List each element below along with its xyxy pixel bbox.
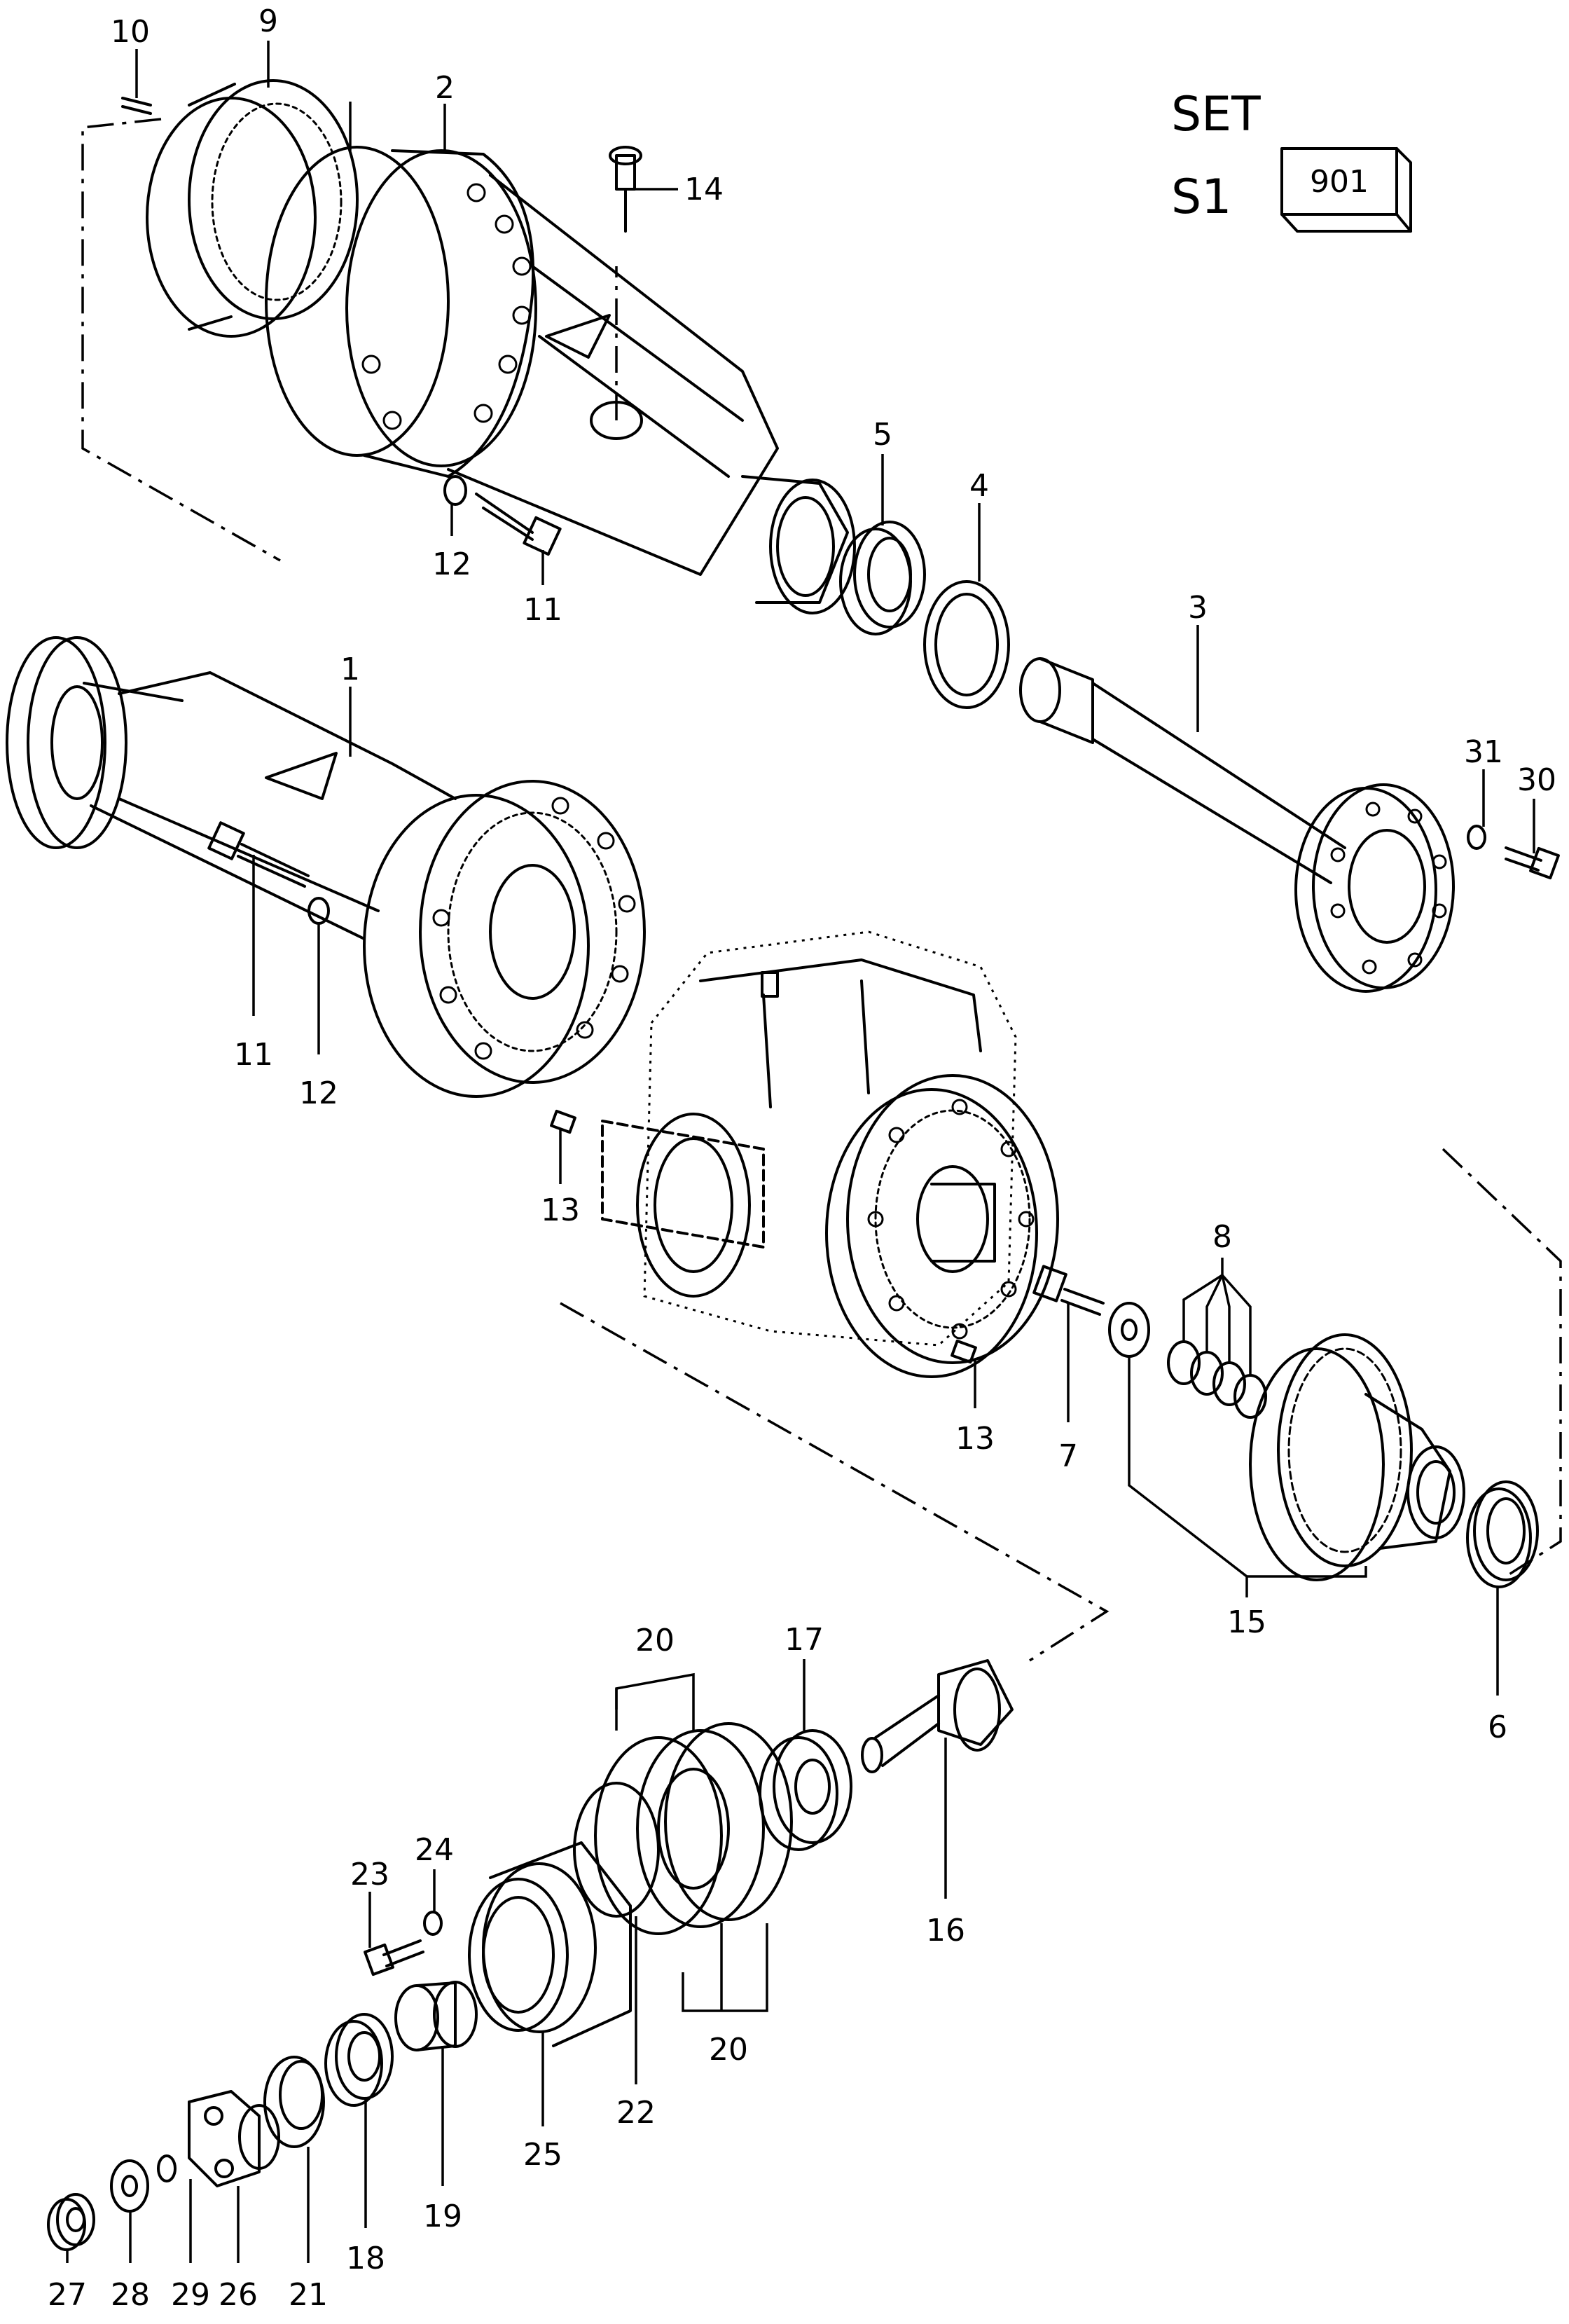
callout-19: 19 <box>423 2199 462 2234</box>
callout-labels: 10 9 2 14 5 4 3 31 30 12 11 1 11 12 13 1… <box>48 4 1556 2313</box>
yoke-part-26 <box>188 2090 280 2187</box>
dowel-pin-part-13-upper <box>550 1109 576 1134</box>
callout-13-upper: 13 <box>541 1192 580 1228</box>
o-ring-part-29 <box>157 2154 177 2182</box>
bearing-part-5 <box>839 521 926 635</box>
gasket-part-22 <box>573 1782 660 1918</box>
axle-housing-part-1 <box>6 636 646 1098</box>
set-number-text: 901 <box>1310 164 1369 200</box>
shim-part-20 <box>594 1722 793 1935</box>
housing-bolt-holes <box>361 183 532 430</box>
crown-wheel-part-15 <box>1249 1333 1465 1581</box>
washer-part-12-upper <box>443 475 467 506</box>
bolt-part-11-lower <box>207 821 310 888</box>
callout-4: 4 <box>969 468 989 504</box>
bearing-part-18 <box>324 2013 394 2107</box>
callout-10: 10 <box>111 14 150 50</box>
callout-31: 31 <box>1464 734 1503 770</box>
s1-label: S1 <box>1171 170 1231 225</box>
callout-27: 27 <box>48 2277 87 2313</box>
bearing-part-17 <box>759 1729 852 1851</box>
pin-part-10 <box>121 97 152 115</box>
callout-5: 5 <box>873 417 892 453</box>
washer-part-12-lower <box>307 897 330 925</box>
differential-carrier <box>601 930 1059 1378</box>
axle-shaft-part-3 <box>1019 657 1455 993</box>
callout-6: 6 <box>1488 1710 1507 1745</box>
bolt-part-11-upper <box>475 493 562 556</box>
callout-9: 9 <box>258 4 278 39</box>
callout-25: 25 <box>523 2137 562 2173</box>
callout-17: 17 <box>784 1622 824 1658</box>
axle-housing-part-2 <box>265 146 856 614</box>
carrier-bolt-holes <box>867 1099 1035 1340</box>
callout-1: 1 <box>340 652 360 687</box>
shaft-flange-holes <box>1330 802 1447 975</box>
callout-21: 21 <box>289 2277 328 2313</box>
leader-lines <box>66 41 1535 2263</box>
callout-26: 26 <box>219 2277 258 2313</box>
bolt-part-30 <box>1505 846 1560 880</box>
callout-20-upper: 20 <box>635 1623 675 1658</box>
bearing-part-6 <box>1466 1480 1539 1588</box>
callout-28: 28 <box>111 2277 150 2313</box>
callout-16: 16 <box>926 1913 965 1948</box>
callout-15: 15 <box>1227 1604 1266 1640</box>
callout-22: 22 <box>616 2095 656 2131</box>
shim-set-part-8 <box>1108 1302 1267 1419</box>
callout-12-upper: 12 <box>432 546 471 582</box>
ring-gear-part-9 <box>146 79 359 338</box>
set-header: SET S1 901 <box>1171 87 1412 233</box>
callout-3: 3 <box>1188 590 1208 626</box>
callout-18: 18 <box>346 2241 385 2276</box>
pinion-part-16 <box>861 1659 1014 1773</box>
assembly-dash-lines <box>81 118 1562 1662</box>
callout-12-lower: 12 <box>299 1075 338 1111</box>
callout-8: 8 <box>1212 1219 1232 1255</box>
callout-11-upper: 11 <box>523 592 562 628</box>
seal-ring-part-4 <box>923 580 1010 709</box>
callout-23: 23 <box>350 1857 389 1892</box>
spacer-part-19 <box>394 1981 478 2051</box>
nut-part-27 <box>47 2193 95 2251</box>
callout-30: 30 <box>1517 762 1556 798</box>
callout-13-lower: 13 <box>955 1421 995 1457</box>
housing-bolt-holes-lower <box>432 797 636 1060</box>
callout-29: 29 <box>171 2277 210 2313</box>
callout-14: 14 <box>684 172 724 207</box>
washer-part-31 <box>1467 825 1486 850</box>
callout-2: 2 <box>435 70 455 106</box>
set-label: SET <box>1171 87 1261 142</box>
callout-20-lower: 20 <box>709 2032 748 2068</box>
callout-24: 24 <box>415 1832 454 1868</box>
washer-part-24 <box>423 1911 443 1936</box>
dowel-pin-part-13-lower <box>951 1339 977 1364</box>
washer-part-28 <box>110 2159 149 2213</box>
callout-7: 7 <box>1058 1438 1078 1474</box>
set-number-box: 901 <box>1280 147 1412 233</box>
breather-part-14 <box>609 146 642 233</box>
seal-part-21 <box>263 2056 325 2148</box>
callout-11-lower: 11 <box>234 1037 273 1073</box>
pinion-housing-part-25 <box>468 1841 632 2047</box>
bolt-part-7 <box>1032 1265 1105 1316</box>
bolt-part-23 <box>364 1939 424 1976</box>
